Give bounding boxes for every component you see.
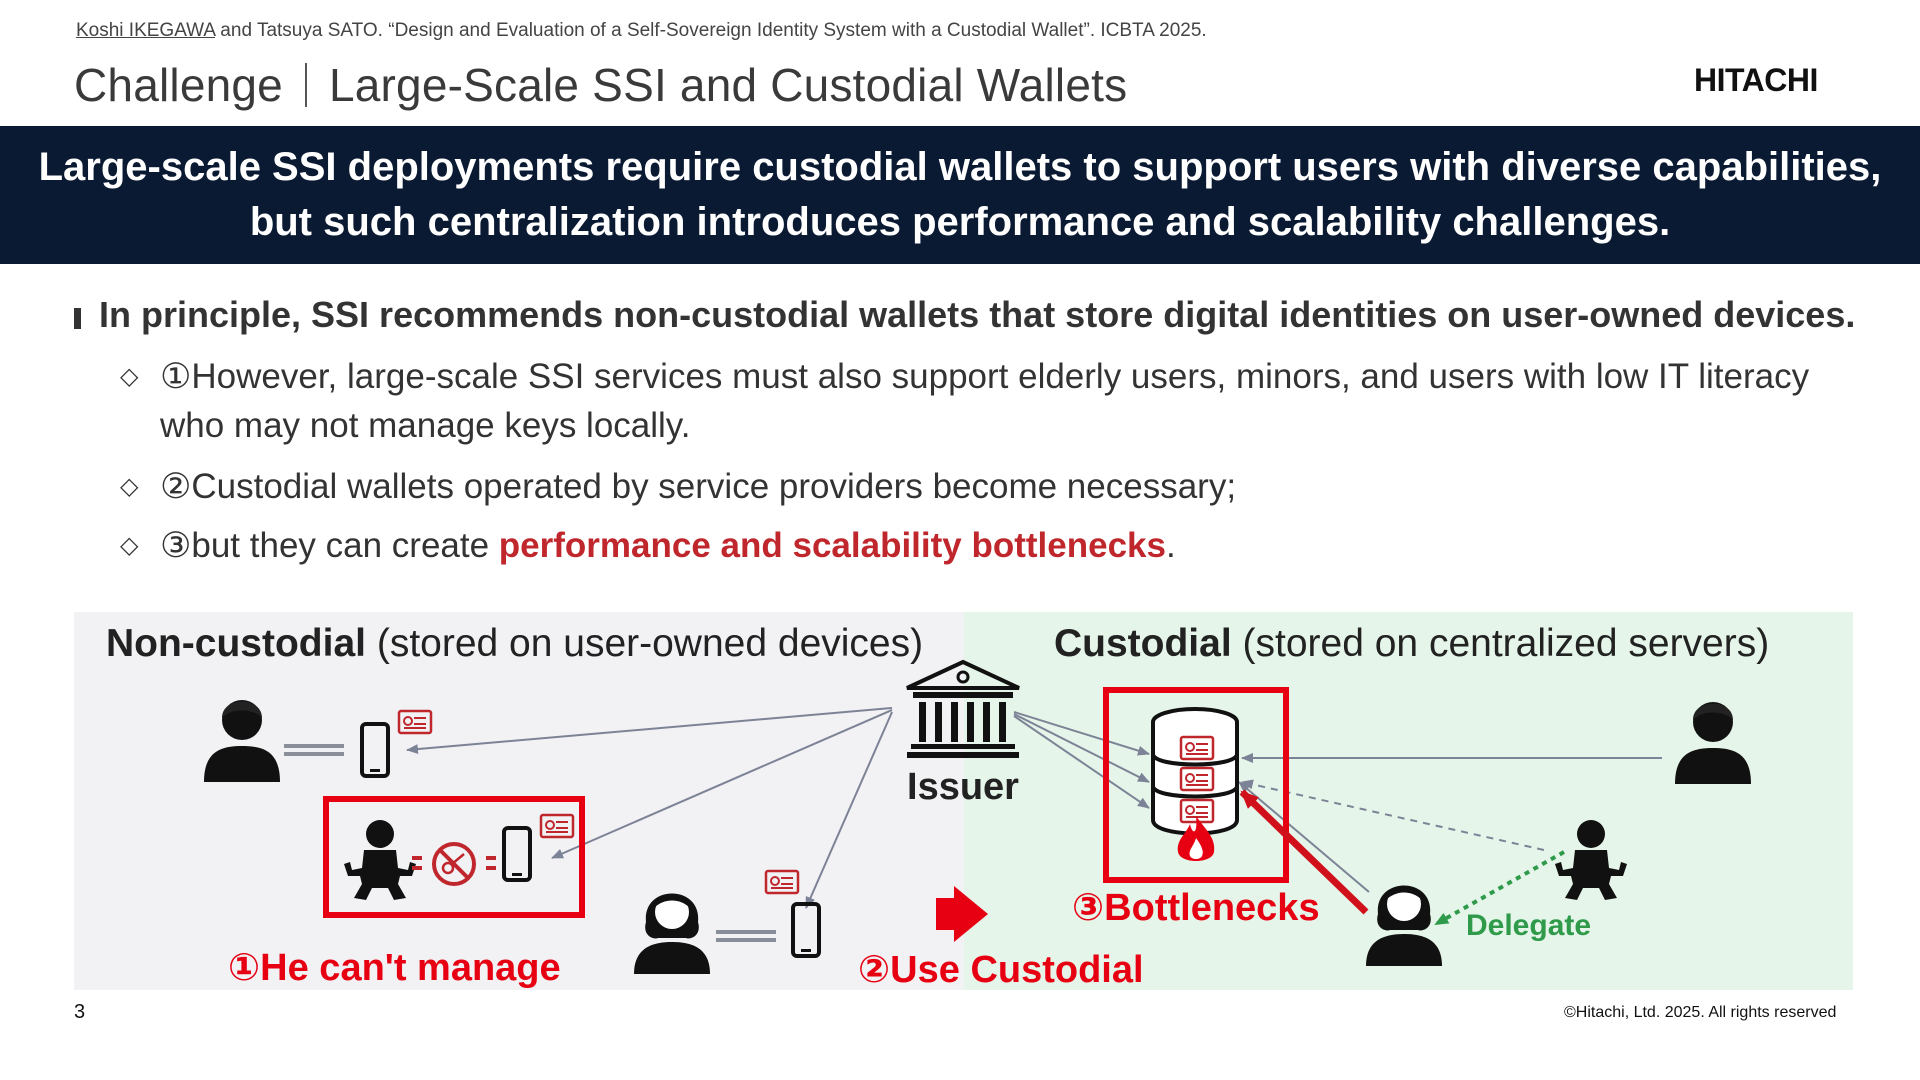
issuer-arrow [1013, 715, 1150, 809]
citation-line: Koshi IKEGAWA and Tatsuya SATO. “Design … [76, 20, 1207, 42]
custodial-vs-noncustodial-diagram: Non-custodial (stored on user-owned devi… [74, 612, 1853, 990]
bottleneck-highlight-box [1103, 687, 1289, 883]
diamond-bullet-icon: ◇ [120, 363, 139, 390]
noncustodial-heading-rest: (stored on user-owned devices) [366, 622, 923, 665]
title-section: Challenge [74, 59, 283, 111]
issuer-arrow [1013, 711, 1150, 756]
custodial-panel [964, 612, 1853, 990]
issuer-arrow [406, 707, 893, 755]
cant-manage-highlight-box [323, 796, 585, 918]
page-title: Challenge Large-Scale SSI and Custodial W… [74, 58, 1127, 112]
noncustodial-heading-bold: Non-custodial [106, 622, 366, 665]
no-key-icon [412, 842, 496, 886]
issuer-arrows [406, 707, 1662, 909]
issuer-label: Issuer [907, 766, 1019, 808]
sub-bullet-3-end: . [1165, 526, 1176, 565]
sub-bullet-3-text: ③but they can create performance and sca… [160, 521, 1176, 570]
banner-line-1: Large-scale SSI deployments require cust… [38, 145, 1882, 189]
title-divider [304, 63, 307, 107]
bank-icon [906, 659, 1020, 758]
delegate-label: Delegate [1466, 909, 1591, 942]
main-bullet: In principle, SSI recommends non-custodi… [74, 294, 1855, 336]
sub-bullet-3: ◇ ③but they can create performance and s… [120, 521, 1176, 570]
diamond-bullet-icon: ◇ [120, 473, 139, 500]
issuer-arrow [1013, 713, 1150, 783]
database-server-icon [1151, 707, 1239, 836]
sub-bullet-1: ◇ ①However, large-scale SSI services mus… [120, 352, 1840, 450]
sub-bullet-2: ◇ ②Custodial wallets operated by service… [120, 462, 1236, 511]
issuer-arrow [805, 711, 893, 909]
title-topic: Large-Scale SSI and Custodial Wallets [328, 59, 1128, 111]
sub-bullet-2-text: ②Custodial wallets operated by service p… [160, 467, 1237, 506]
main-bullet-text: In principle, SSI recommends non-custodi… [99, 294, 1856, 335]
issuer-arrow [551, 709, 893, 859]
noncustodial-heading: Non-custodial (stored on user-owned devi… [106, 622, 923, 665]
citation-text: and Tatsuya SATO. “Design and Evaluation… [215, 20, 1207, 41]
custodial-heading-rest: (stored on centralized servers) [1232, 622, 1770, 665]
sub-bullet-1-text: ①However, large-scale SSI services must … [160, 357, 1810, 445]
copyright-notice: ©Hitachi, Ltd. 2025. All rights reserved [1564, 1004, 1837, 1021]
page-number: 3 [74, 1001, 86, 1023]
banner-line-2: but such centralization introduces perfo… [249, 200, 1671, 244]
diamond-bullet-icon: ◇ [120, 532, 139, 559]
key-message-banner: Large-scale SSI deployments require cust… [0, 126, 1920, 264]
right-arrow-icon [936, 886, 988, 942]
bottlenecks-label: ③Bottlenecks [1072, 887, 1320, 929]
custodial-heading-bold: Custodial [1054, 622, 1232, 665]
citation-author-link[interactable]: Koshi IKEGAWA [76, 20, 216, 41]
bullet-marker [74, 308, 81, 329]
sub-bullet-3-lead: ③but they can create [160, 526, 499, 565]
bottleneck-highlight: performance and scalability bottlenecks [498, 526, 1166, 565]
fire-icon [1177, 816, 1215, 861]
delegate-dashed-arrow [1434, 850, 1565, 926]
use-custodial-label: ②Use Custodial [858, 949, 1144, 990]
user-to-server-arrow [1238, 781, 1370, 893]
bottleneck-red-arrow [1239, 789, 1369, 915]
cant-manage-label: ①He can't manage [228, 947, 561, 989]
hitachi-logo: HITACHI [1694, 62, 1818, 98]
custodial-heading: Custodial (stored on centralized servers… [1054, 622, 1769, 665]
